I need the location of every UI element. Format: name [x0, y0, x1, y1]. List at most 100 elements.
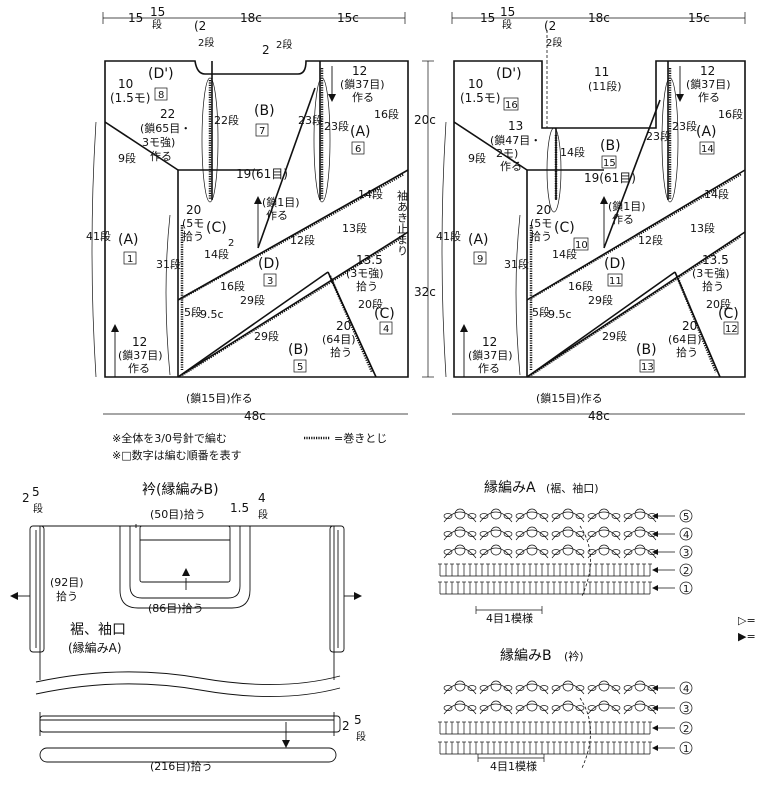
collar-left-rows-unit: 段: [33, 502, 43, 515]
rp-dp-10b: (1.5モ): [460, 91, 500, 105]
rp-dp-13c: 2モ): [496, 147, 518, 160]
dim-right-15c: 15c: [337, 11, 359, 25]
lp-c-lower: (C): [374, 306, 395, 322]
rp-bottom-chain15: (鎖15目)作る: [536, 391, 603, 405]
lp-d-prime: (D'): [148, 66, 174, 82]
rp-bottom-12b: (鎖37目): [468, 348, 513, 362]
rp-r-16: 16段: [568, 279, 593, 293]
rp-d-prime: (D'): [496, 66, 522, 82]
rp-b-23: 23段: [646, 129, 671, 143]
lp-b-22dan2: 23段: [298, 113, 323, 127]
lp-neck-2dan: 2段: [276, 38, 292, 51]
lp-width-48: 48c: [244, 409, 266, 423]
lp-row-9: 9段: [118, 151, 136, 165]
row-marker: [679, 545, 693, 559]
lp-b-lower: (B): [288, 342, 309, 358]
row-marker: [679, 721, 693, 735]
lp-c-20c: 拾う: [182, 229, 204, 243]
rp-chain1b: 作る: [612, 213, 634, 226]
collar-dim-4: 4: [258, 491, 266, 505]
right-panel-labels: (2 2段 11 (11段) (D') 10 (1.5モ) 16 13 (鎖47…: [436, 19, 745, 423]
lp-c-135c: 拾う: [356, 279, 378, 293]
lp-order-8: 8: [158, 90, 164, 101]
lp-a-12b: (鎖37目): [340, 77, 385, 91]
lp-c-20: 20: [186, 203, 201, 217]
rp-c-135b: (3モ強): [692, 267, 730, 280]
top-dimension-left: 15 15 段 18c 15c: [102, 5, 406, 31]
rp-top-2: (2: [544, 19, 556, 33]
lp-r-16: 16段: [220, 279, 245, 293]
lp-d-12: 12段: [290, 233, 315, 247]
hem-rows: 2: [342, 719, 350, 733]
hem-rows-b: 5: [354, 713, 362, 727]
chart-b-repeat: 4目1模様: [490, 759, 537, 773]
rp-a-12c: 作る: [698, 91, 720, 104]
row-number-label: 5: [683, 512, 689, 523]
chart-a-subtitle: (裾、袖口): [546, 481, 599, 495]
rp-c-20dan: 20段: [706, 297, 731, 311]
dim-height-32c: 32c: [414, 285, 436, 299]
lp-order-7: 7: [259, 126, 265, 137]
rp-neck-11: 11: [594, 65, 609, 79]
lp-order-2: 2: [228, 238, 234, 249]
legend-right: ▷= ▶=: [738, 614, 756, 643]
rp-top-2dan: 2段: [546, 36, 562, 49]
lp-order-6: 6: [355, 144, 361, 155]
rp-b-lower: (B): [636, 342, 657, 358]
hem-subtitle: (縁編みA): [68, 640, 122, 655]
lp-b: (B): [254, 103, 275, 119]
rp-row-9: 9段: [468, 151, 486, 165]
rp-rows-31: 31段: [504, 257, 529, 271]
right-body-panel: [441, 30, 746, 378]
rp-chain1: (鎖1目): [608, 199, 646, 213]
lp-c-20dan: 20段: [358, 297, 383, 311]
row-marker: [679, 563, 693, 577]
lp-order-3: 3: [267, 276, 273, 287]
rp-dp-10: 10: [468, 77, 483, 91]
lp-dp-22c: 3モ強): [142, 136, 175, 149]
lp-b-20c: 拾う: [330, 345, 352, 359]
rp-bottom-12c: 作る: [478, 362, 500, 375]
left-panel-labels: (2 2段 2 2段 (D') 10 (1.5モ) 8 22 (鎖65目・ 3モ…: [86, 19, 408, 423]
rp-c-135c: 拾う: [702, 279, 724, 293]
collar-side-pick-b: 拾う: [56, 589, 78, 603]
lp-d-14: 14段: [204, 247, 229, 261]
dim-center-18c: 18c: [240, 11, 262, 25]
dim-opening: 袖あき止まり: [396, 189, 409, 256]
collar-bottom-pick: (86目)拾う: [148, 601, 204, 615]
row-number-label: 4: [683, 530, 689, 541]
lp-dp-22d: 作る: [150, 150, 172, 163]
top-dimension-right: 15 15 段 18c 15c: [451, 5, 746, 31]
row-number-label: 3: [683, 704, 689, 715]
collar-dim-15: 1.5: [230, 501, 249, 515]
lp-a-16: 16段: [374, 107, 399, 121]
rp-order-12: 12: [725, 324, 738, 335]
rp-c-20: 20: [536, 203, 551, 217]
rp-rows-41: 41段: [436, 229, 461, 243]
lp-dp-22: 22: [160, 107, 175, 121]
lp-chain1: (鎖1目): [262, 195, 300, 209]
lp-d-14b: 14段: [358, 187, 383, 201]
legend-open-triangle: ▷=: [738, 614, 756, 627]
legend-filled-triangle: ▶=: [738, 630, 756, 643]
center-dimensions: 20c 袖あき止まり 32c: [396, 60, 436, 378]
lp-c-135: 13.5: [356, 253, 383, 267]
lp-b-22dan: 22段: [214, 113, 239, 127]
lp-mid-19: 19(61目): [236, 167, 288, 181]
lp-order-1: 1: [127, 254, 133, 265]
rp-c-lower: (C): [718, 306, 739, 322]
lp-b-20: 20: [336, 319, 351, 333]
lp-chain1b: 作る: [266, 209, 288, 222]
lp-rows-31: 31段: [156, 257, 181, 271]
lp-bottom-12b: (鎖37目): [118, 348, 163, 362]
lp-order-5: 5: [297, 362, 303, 373]
row-number-label: 3: [683, 548, 689, 559]
row-number-label: 2: [683, 566, 689, 577]
lp-a-right: (A): [350, 124, 371, 140]
collar-left-rows-b: 5: [32, 485, 40, 499]
notes: ※全体を3/0号針で編む ※□数字は編む順番を表す =巻きとじ: [112, 431, 387, 462]
dim-left-15: 15: [128, 11, 143, 25]
row-number-label: 2: [683, 724, 689, 735]
rp-a-23: 23段: [672, 119, 697, 133]
